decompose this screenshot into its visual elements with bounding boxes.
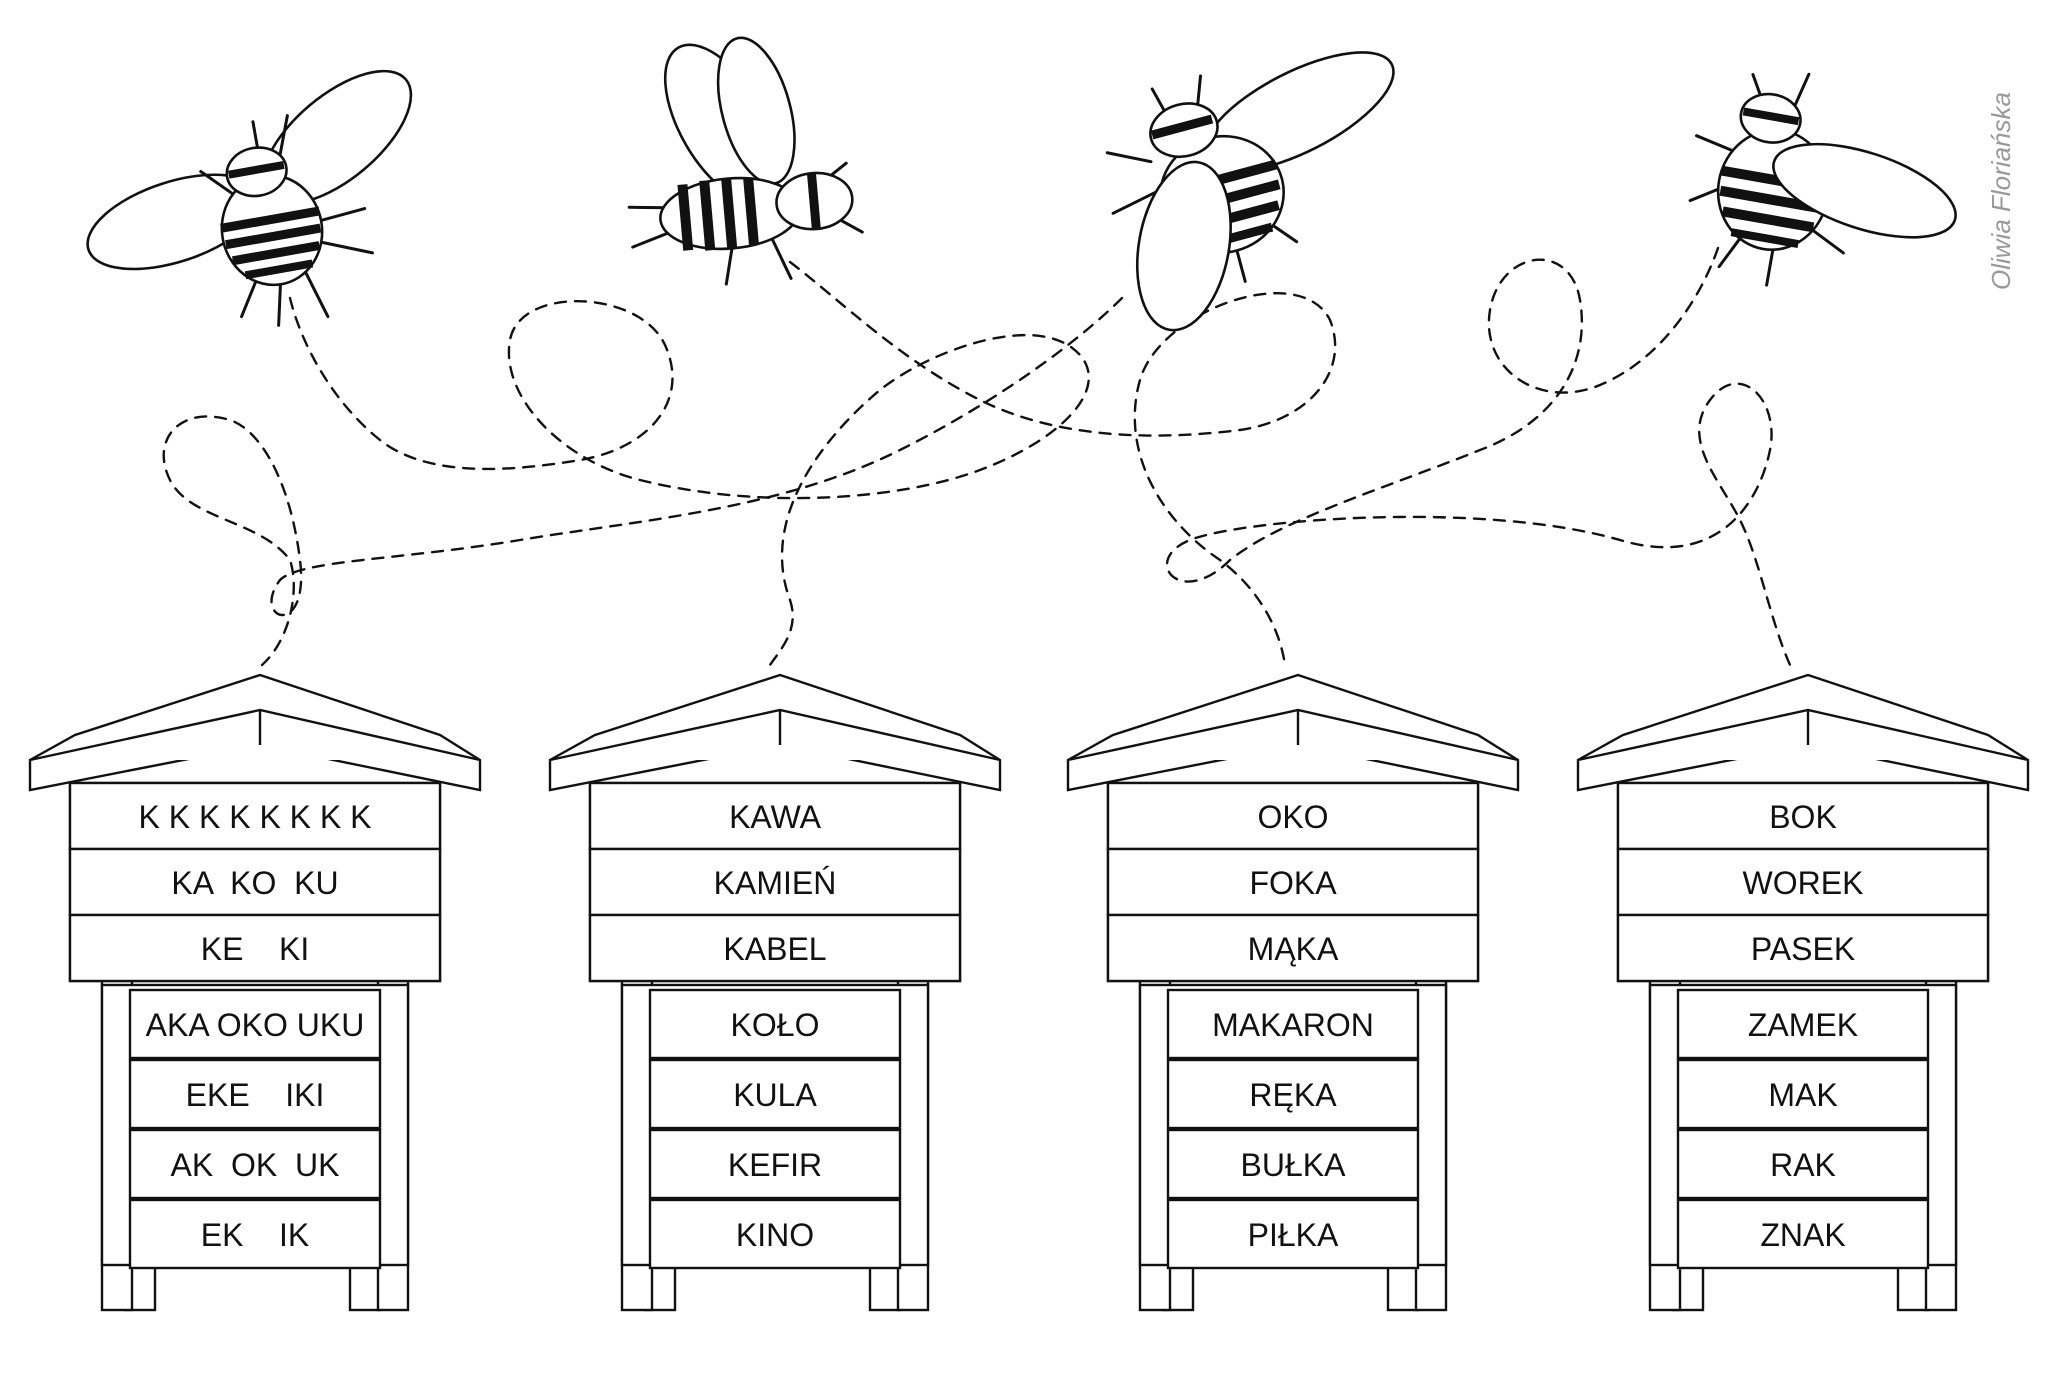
board-label: KABEL [723, 931, 826, 967]
hive-board [648, 988, 902, 1060]
hive-board [588, 847, 962, 917]
board-label: EK IK [201, 1217, 309, 1253]
hive-board [648, 1128, 902, 1200]
flight-path-4[interactable] [1166, 246, 1792, 667]
board-label: KEFIR [728, 1147, 822, 1183]
board-label: PIŁKA [1248, 1217, 1339, 1253]
hive-board [128, 1058, 382, 1130]
bee-icon [86, 69, 413, 327]
hive-board [1166, 1128, 1420, 1200]
hive-board [1616, 781, 1990, 851]
hive-board [1676, 1198, 1930, 1270]
hive-board [588, 781, 962, 851]
bee-1[interactable] [57, 40, 465, 356]
board-label: WOREK [1743, 865, 1864, 901]
board-label: KA KO KU [171, 865, 338, 901]
hive-board [1106, 781, 1480, 851]
board-label: KE KI [201, 931, 309, 967]
board-label: FOKA [1249, 865, 1337, 901]
board-label: MAK [1768, 1077, 1837, 1113]
board-label: PASEK [1751, 931, 1855, 967]
hive-board [1106, 913, 1480, 983]
hive-board [128, 988, 382, 1060]
board-label: MĄKA [1248, 931, 1339, 967]
bee-2[interactable] [614, 15, 866, 292]
hive-board [648, 1198, 902, 1270]
hive-roof-ridge [1067, 708, 1519, 762]
hive-board [128, 1128, 382, 1200]
hive-board [588, 913, 962, 983]
author-signature: Oliwia Floriańska [1986, 92, 2016, 290]
hive-board [1166, 988, 1420, 1060]
hive-board [1676, 988, 1930, 1060]
board-label: AKA OKO UKU [146, 1007, 365, 1043]
hive-board [1166, 1198, 1420, 1270]
bee-icon [627, 36, 864, 286]
bee-icon [1688, 72, 1957, 287]
hive-3: MAKARON RĘKA BUŁKA PIŁKA OKO FOKA MĄKA [1066, 673, 1520, 1312]
board-label: BUŁKA [1241, 1147, 1347, 1183]
hive-4: ZAMEK MAK RAK ZNAK BOK WOREK PASEK [1576, 673, 2030, 1312]
board-label: ZAMEK [1748, 1007, 1858, 1043]
hive-board [68, 847, 442, 917]
board-label: BOK [1769, 799, 1837, 835]
flight-path-3[interactable] [162, 296, 1124, 667]
board-label: KINO [736, 1217, 814, 1253]
hive-board [68, 781, 442, 851]
bee-3[interactable] [1068, 24, 1456, 358]
board-label: RAK [1770, 1147, 1836, 1183]
hive-board [128, 1198, 382, 1270]
hive-roof-ridge [549, 708, 1001, 762]
hive-board [1616, 913, 1990, 983]
board-label: ZNAK [1760, 1217, 1845, 1253]
hive-board [1676, 1058, 1930, 1130]
hive-board [1106, 847, 1480, 917]
board-label: AK OK UK [171, 1147, 340, 1183]
hive-roof-ridge [29, 708, 481, 762]
board-label: EKE IKI [186, 1077, 325, 1113]
hive-2: KOŁO KULA KEFIR KINO KAWA KAMIEŃ KABEL [548, 673, 1002, 1312]
hive-roof-ridge [1577, 708, 2029, 762]
hive-board [1676, 1128, 1930, 1200]
hive-board [1166, 1058, 1420, 1130]
board-label: RĘKA [1249, 1077, 1337, 1113]
flight-path-2[interactable] [788, 260, 1337, 667]
board-label: MAKARON [1212, 1007, 1374, 1043]
hive-board [648, 1058, 902, 1130]
hive-board [68, 913, 442, 983]
hive-1: AKA OKO UKU EKE IKI AK OK UK EK IK K K K K K… [28, 673, 482, 1312]
board-label: KULA [733, 1077, 817, 1113]
board-label: KAMIEŃ [714, 865, 837, 901]
flight-path-1[interactable] [288, 296, 1090, 667]
hives: AKA OKO UKU EKE IKI AK OK UK EK IK K K K K K… [28, 673, 2030, 1312]
bee-4[interactable] [1673, 57, 1981, 316]
bee-icon [1105, 51, 1395, 332]
board-label: KAWA [729, 799, 822, 835]
flight-paths [162, 246, 1792, 667]
board-label: KOŁO [731, 1007, 820, 1043]
board-label: K K K K K K K K [139, 799, 372, 835]
board-label: OKO [1257, 799, 1328, 835]
